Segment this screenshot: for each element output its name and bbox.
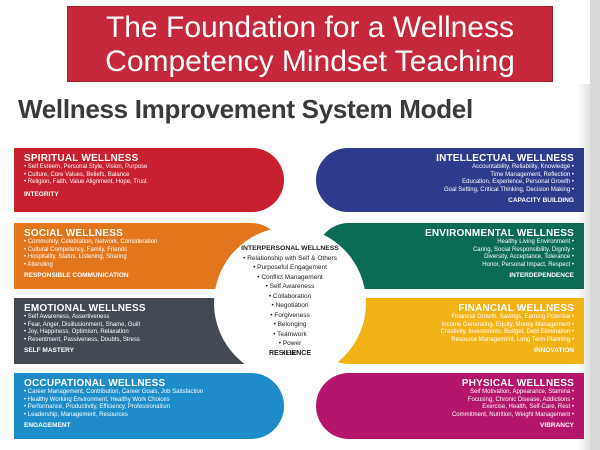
band-footer: INTERDEPENDENCE — [509, 272, 574, 280]
band-title: ENVIRONMENTAL WELLNESS — [424, 228, 574, 239]
band-title: SOCIAL WELLNESS — [24, 228, 123, 239]
band-item: • Culture, Core Values, Beliefs, Balance — [24, 171, 130, 178]
band-item: Healthy Living Environment • — [497, 239, 574, 245]
band-item: Financial Growth, Savings, Earning Poten… — [451, 314, 575, 320]
slide-edge-strip — [590, 0, 600, 450]
band-footer: VIBRANCY — [540, 422, 574, 430]
band-title: PHYSICAL WELLNESS — [461, 378, 574, 389]
band-item: • Cultural Competency, Family, Friends — [24, 246, 128, 253]
band-item: • Self Awareness, Assertiveness — [24, 314, 110, 320]
band-item: • Hospitality, Status, Listening, Sharin… — [24, 254, 127, 261]
band-item: • Fear, Anger, Disillusionment, Shame, G… — [24, 321, 141, 328]
hub-item: • Fun — [282, 349, 298, 357]
band-title: EMOTIONAL WELLNESS — [24, 303, 146, 314]
band-item: Goal Setting, Critical Thinking, Decisio… — [443, 186, 574, 193]
band-footer: RESPONSIBLE COMMUNICATION — [24, 272, 129, 280]
hub-item: • Collaboration — [268, 292, 312, 300]
hub-footer: RESILIENCE — [268, 350, 311, 357]
band-item: Caring, Social Responsibility, Dignity • — [472, 246, 574, 253]
band-item: Exercise, Health, Self-Care, Rest • — [482, 404, 574, 411]
slide-title-box: The Foundation for a Wellness Competency… — [67, 6, 553, 82]
band-footer: SELF MASTERY — [24, 347, 74, 355]
hub-item: • Self Awareness — [265, 283, 315, 290]
hub-item: • Relationship with Self & Others — [243, 254, 337, 262]
hub-item: • Teamwork — [273, 330, 307, 338]
slide-title-line-1: The Foundation for a Wellness — [105, 11, 514, 44]
model-title: Wellness Improvement System Model — [18, 94, 473, 124]
hub-item: • Conflict Management — [257, 273, 323, 281]
band-item: Honor, Personal Impact, Respect • — [482, 261, 574, 268]
band-item: Creativity, Investments, Budget, Debt El… — [440, 329, 574, 336]
band-item: Resource Management, Long Term Planning … — [451, 336, 574, 343]
band-item: Accountability, Reliability, Knowledge • — [472, 164, 574, 170]
band-item: • Performance, Productivity, Efficiency,… — [24, 404, 171, 411]
hub-title: INTERPERSONAL WELLNESS — [241, 245, 339, 252]
hub-item: • Purposeful Engagement — [253, 264, 327, 271]
band-item: • Joy, Happiness, Optimism, Relaxation — [24, 329, 129, 336]
band-title: OCCUPATIONAL WELLNESS — [24, 378, 166, 389]
hub-item: • Negotiation — [271, 302, 309, 309]
band-title: SPIRITUAL WELLNESS — [24, 153, 139, 164]
band-financial-wellness: FINANCIAL WELLNESS Financial Growth, Sav… — [316, 298, 584, 364]
band-item: Diversity, Acceptance, Tolerance • — [484, 254, 574, 261]
hub-item: • Belonging — [273, 321, 307, 328]
hub-item: • Power — [278, 340, 302, 347]
band-occupational-wellness: OCCUPATIONAL WELLNESS • Career Managemen… — [14, 373, 284, 439]
band-footer: INNOVATION — [534, 347, 574, 355]
hub-item: • Forgiveness — [270, 311, 310, 319]
band-title: INTELLECTUAL WELLNESS — [436, 153, 574, 164]
band-spiritual-wellness: SPIRITUAL WELLNESS • Self Esteem, Person… — [14, 148, 284, 212]
interpersonal-hub-text: INTERPERSONAL WELLNESS • Relationship wi… — [226, 244, 354, 358]
band-environmental-wellness: ENVIRONMENTAL WELLNESS Healthy Living En… — [316, 223, 584, 289]
band-item: • Attending — [24, 261, 53, 268]
band-item: Education, Experience, Personal Growth • — [462, 179, 574, 186]
band-item: • Career Management, Contribution, Caree… — [24, 389, 204, 395]
band-footer: CAPACITY BUILDING — [508, 197, 574, 205]
band-item: Self Motivation, Appearance, Stamina • — [470, 389, 574, 395]
band-item: • Self Esteem, Personal Style, Vision, P… — [24, 164, 148, 170]
band-item: • Religion, Faith, Value Alignment, Hope… — [24, 179, 147, 186]
band-item: Time Management, Reflection • — [490, 171, 574, 178]
band-footer: INTEGRITY — [24, 190, 59, 198]
band-intellectual-wellness: INTELLECTUAL WELLNESS Accountability, Re… — [316, 148, 584, 212]
band-item: • Community, Celebration, Network, Consi… — [24, 239, 158, 245]
band-item: • Leadership, Management, Resources — [24, 411, 128, 418]
band-item: • Healthy Working Environment, Healthy W… — [24, 396, 170, 403]
band-title: FINANCIAL WELLNESS — [458, 303, 574, 314]
band-footer: ENGAGEMENT — [24, 422, 71, 430]
band-item: Commitment, Nutrition, Weight Management… — [451, 411, 574, 418]
band-item: Focusing, Chronic Disease, Addictions • — [467, 396, 574, 403]
band-item: Income Generating, Equity, Money Managem… — [441, 321, 574, 328]
band-item: • Resentment, Passiveness, Doubts, Stres… — [24, 336, 140, 343]
slide-title-line-2: Competency Mindset Teaching — [105, 45, 515, 78]
band-physical-wellness: PHYSICAL WELLNESS Self Motivation, Appea… — [316, 373, 584, 439]
interpersonal-hub-circle — [220, 233, 360, 373]
